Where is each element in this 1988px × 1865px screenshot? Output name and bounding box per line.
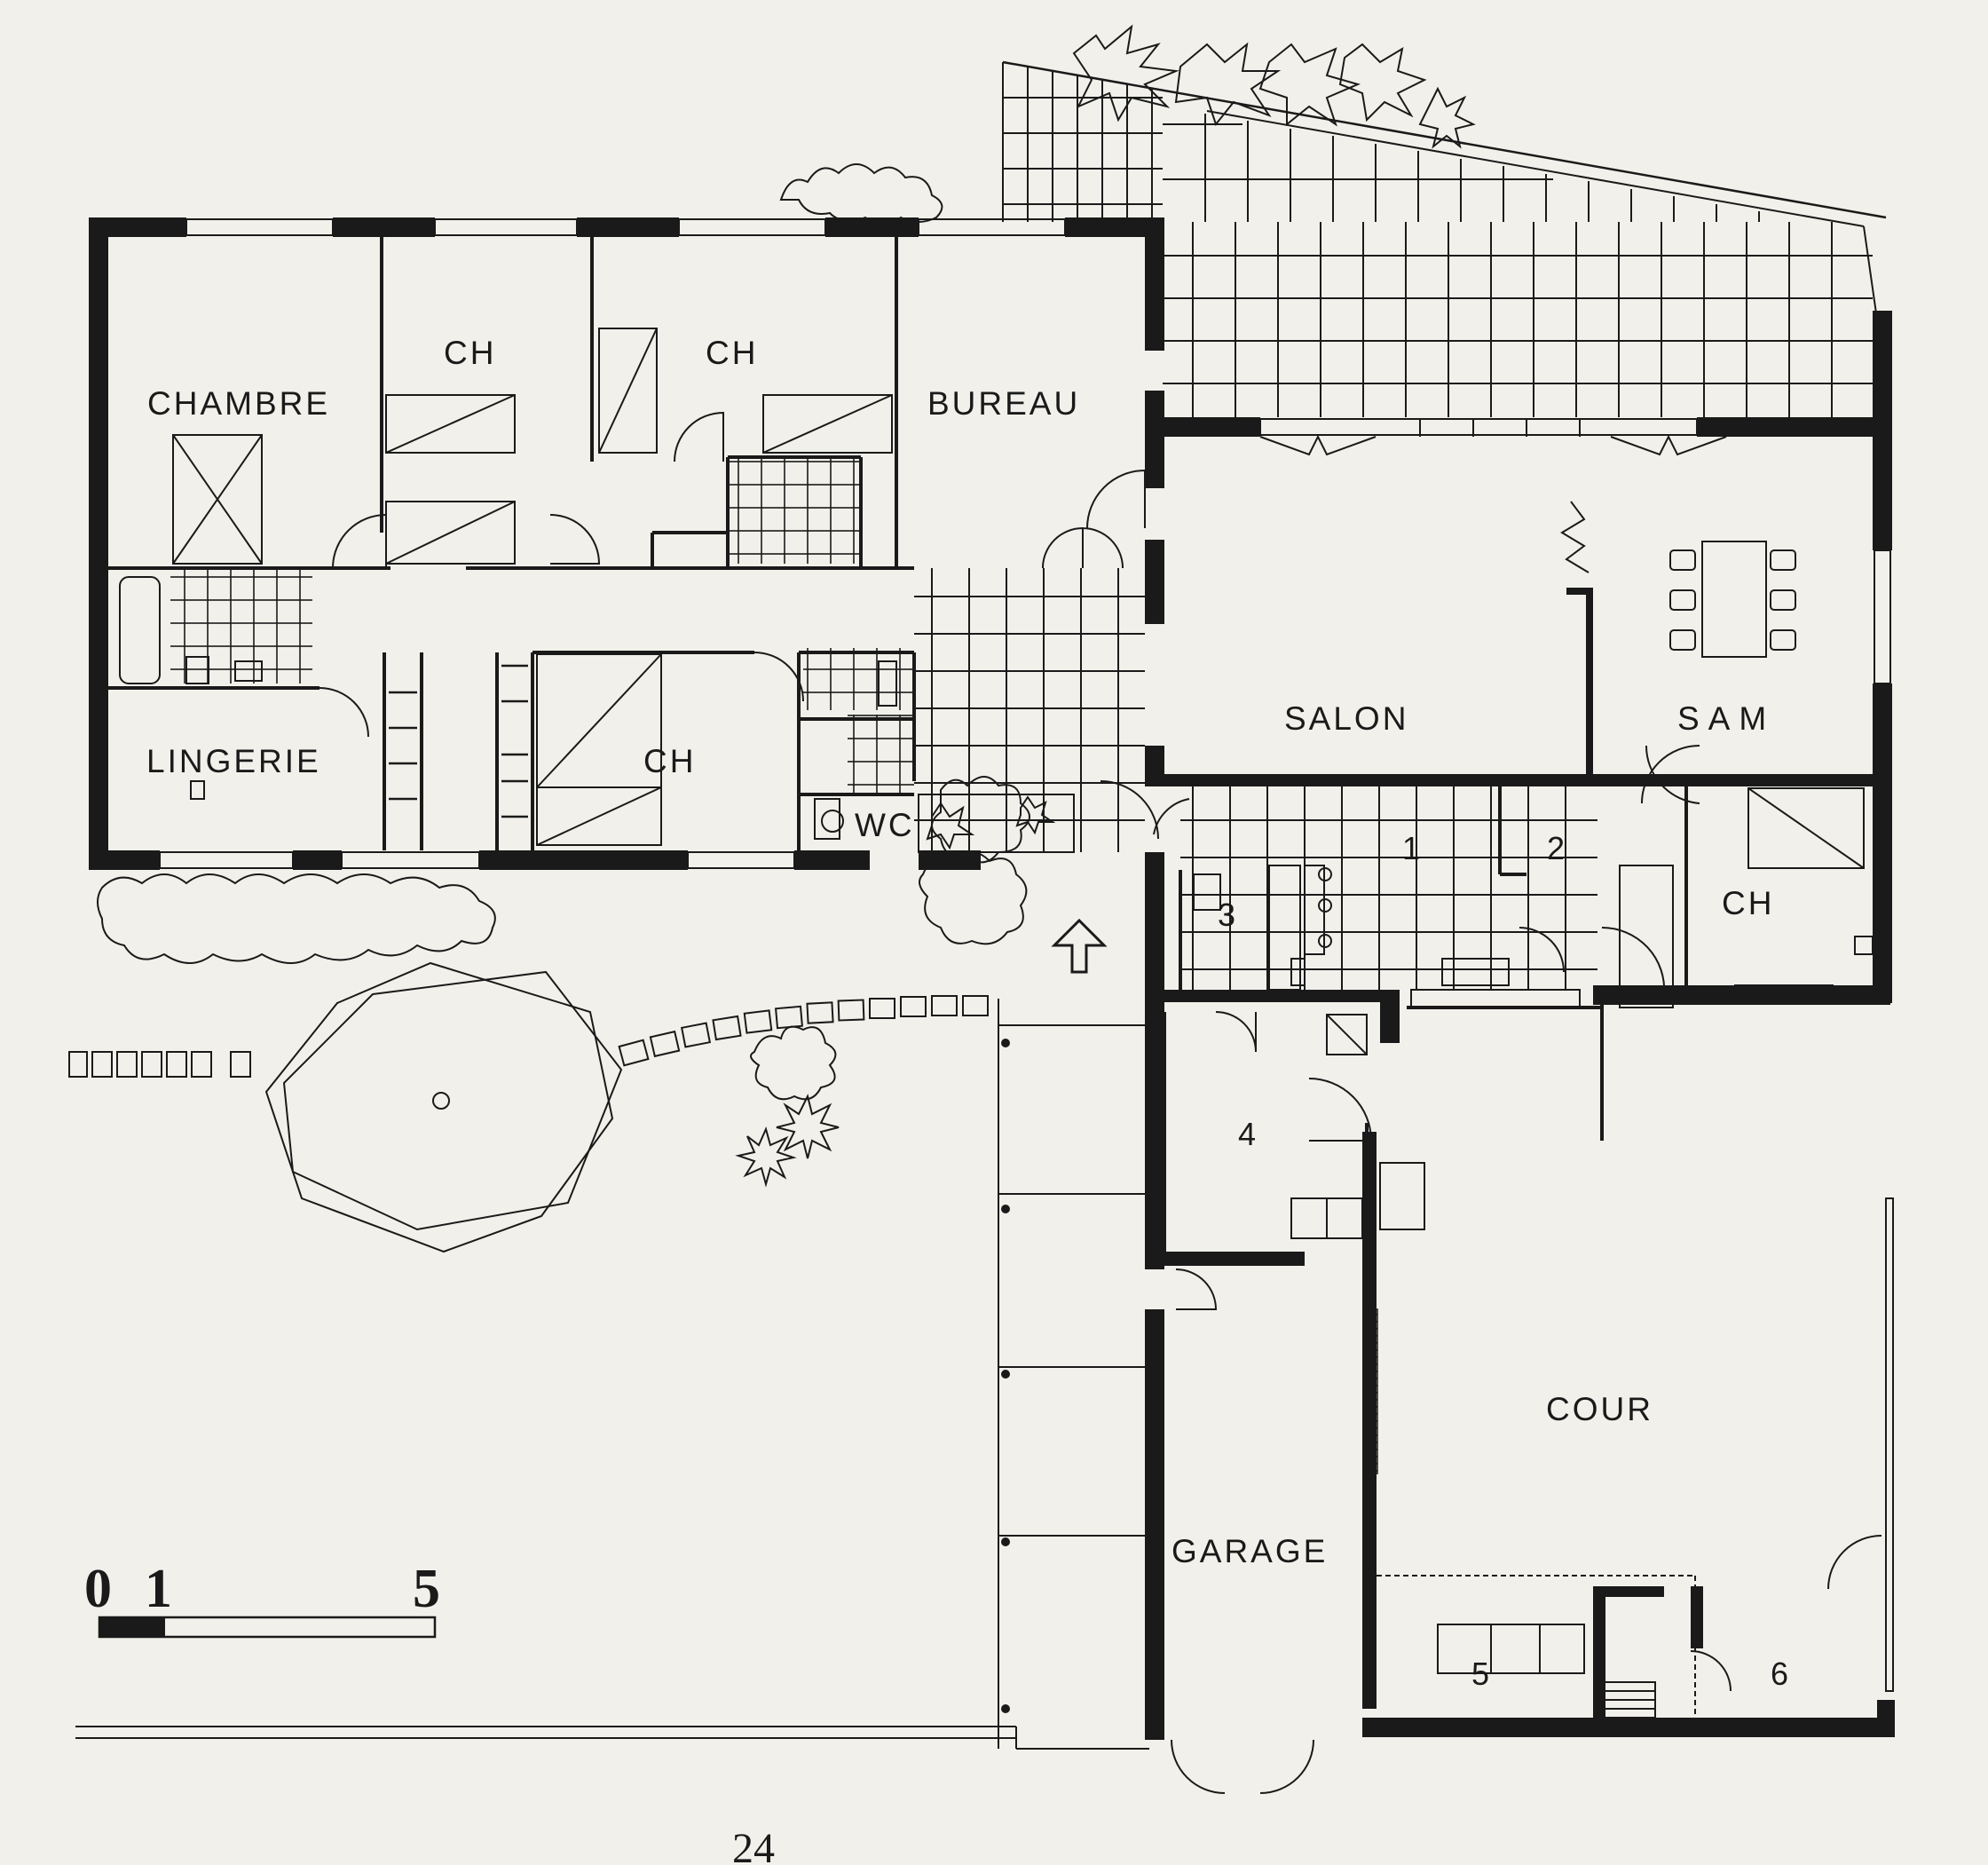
label-2: 2	[1547, 830, 1565, 866]
hatched-walls	[1364, 1308, 1877, 1730]
label-3: 3	[1218, 897, 1235, 933]
terrace	[1002, 60, 1887, 417]
label-salon: SALON	[1284, 700, 1408, 737]
ground-lines	[75, 999, 1149, 1750]
label-garage: GARAGE	[1172, 1533, 1328, 1569]
number-labels: 1 2 3 4 5 6	[1218, 830, 1788, 1692]
entrance-arrow-icon	[1051, 918, 1108, 974]
label-1: 1	[1402, 830, 1420, 866]
label-6: 6	[1771, 1656, 1788, 1692]
label-wc: WC	[855, 807, 915, 843]
walls	[89, 217, 1895, 1740]
scale-label-zero: 0	[84, 1559, 112, 1619]
furniture	[119, 328, 1894, 1719]
label-4: 4	[1238, 1116, 1256, 1152]
room-labels: CHAMBRE CH CH BUREAU LINGERIE CH WC SALO…	[146, 335, 1775, 1569]
windows	[90, 218, 1891, 1008]
tiled-floors	[170, 457, 1598, 990]
label-ch-2: CH	[706, 335, 758, 371]
page-number: 24	[732, 1825, 775, 1865]
path-dots	[1001, 1039, 1010, 1713]
shelves	[389, 664, 528, 818]
pond	[264, 961, 623, 1253]
terrace-doors	[1259, 419, 1727, 456]
label-cour: COUR	[1546, 1391, 1653, 1427]
stepping-stones	[68, 995, 989, 1078]
scale-label-one: 1	[145, 1559, 172, 1619]
label-ch-right: CH	[1722, 885, 1774, 921]
label-sam: SAM	[1677, 700, 1775, 737]
label-5: 5	[1471, 1656, 1489, 1692]
scale-label-five: 5	[413, 1559, 440, 1619]
planter	[918, 794, 1075, 853]
label-ch-middle: CH	[643, 743, 696, 779]
vegetation	[97, 24, 1476, 1188]
label-ch-1: CH	[444, 335, 496, 371]
label-bureau: BUREAU	[927, 385, 1080, 422]
doors	[319, 411, 1882, 1794]
label-lingerie: LINGERIE	[146, 743, 321, 779]
scale-bar: 0 1 5	[84, 1559, 440, 1639]
label-chambre: CHAMBRE	[147, 385, 330, 422]
